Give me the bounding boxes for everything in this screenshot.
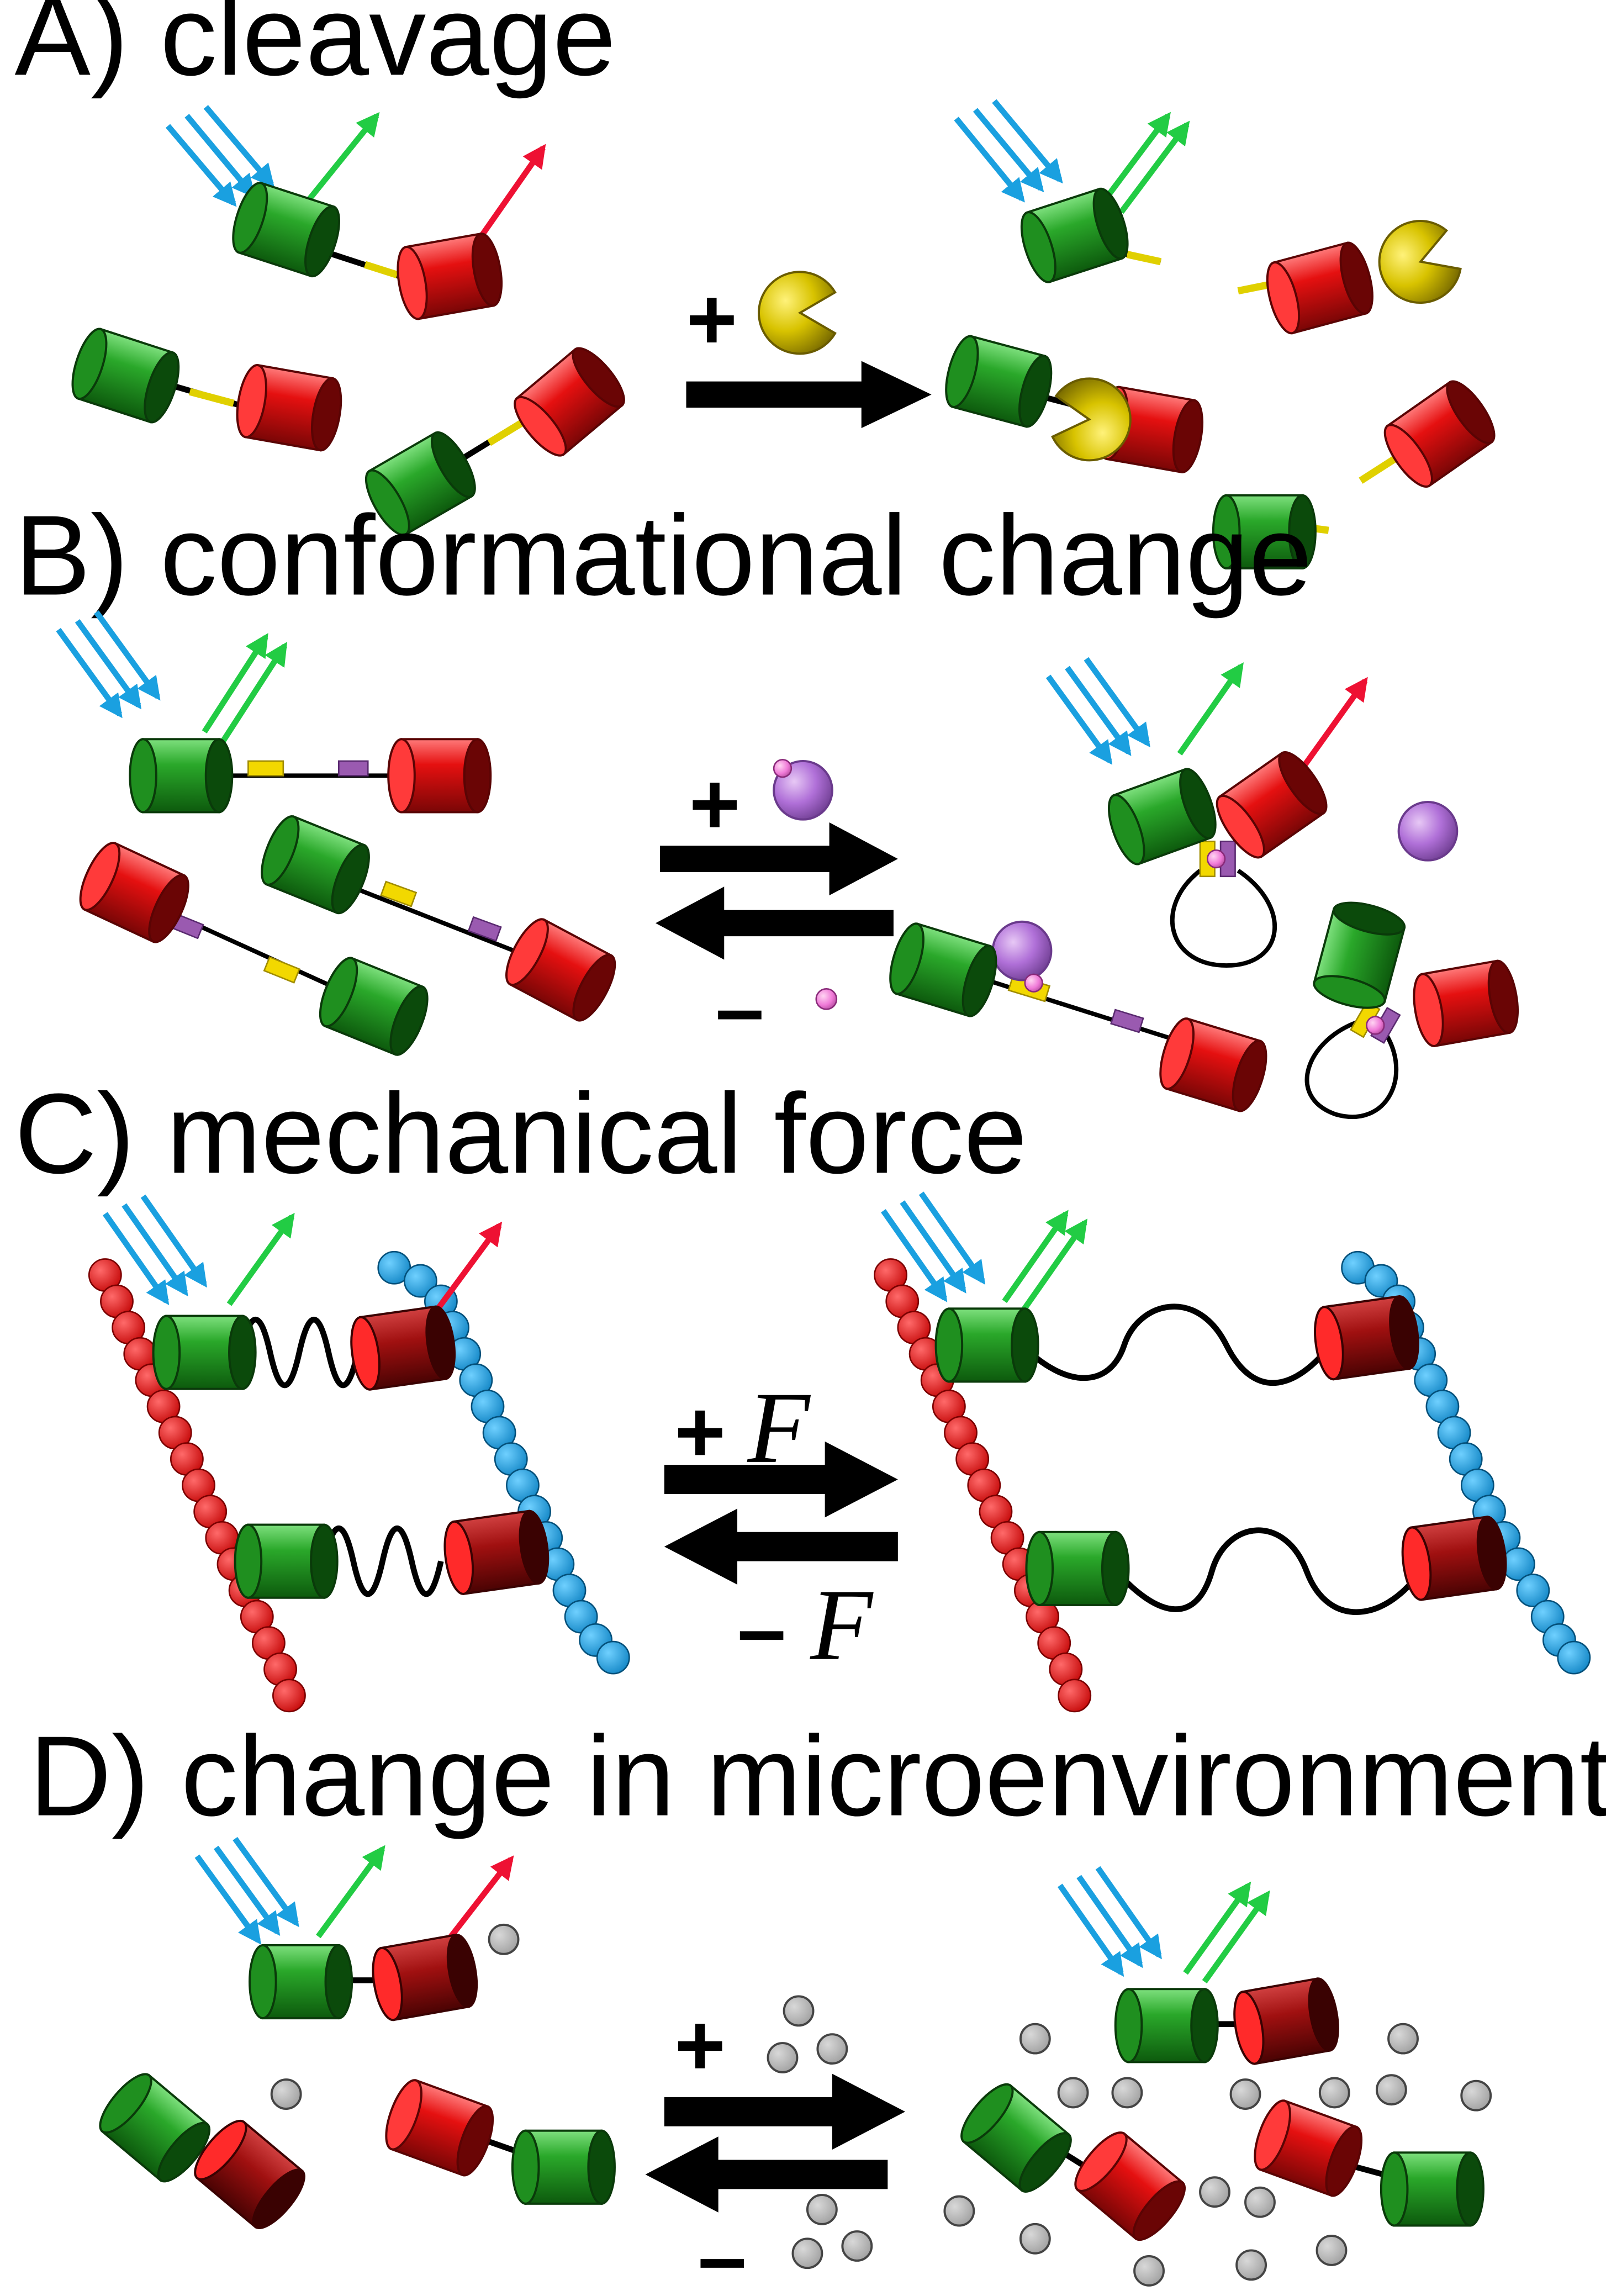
donor-emission-arrow-icon bbox=[307, 112, 380, 201]
gray-sphere-solvent-icon bbox=[270, 1923, 520, 2110]
stretched-linker bbox=[1110, 1527, 1426, 1615]
acceptor-red-cylinder-icon bbox=[367, 1931, 483, 2024]
gray-sphere-solvent-icon bbox=[791, 2194, 873, 2269]
donor-green-cylinder-icon bbox=[225, 178, 347, 282]
compressed-spring-linker bbox=[321, 1526, 444, 1597]
forward-reaction-arrow-icon bbox=[664, 2073, 906, 2150]
excitation-arrows-icon bbox=[194, 1836, 299, 1945]
acceptor-red-cylinder-icon bbox=[1375, 373, 1504, 494]
blue-bead-chain bbox=[1341, 1250, 1591, 1675]
pacman-protease-icon bbox=[1366, 210, 1469, 315]
excitation-arrows-icon bbox=[103, 1194, 207, 1306]
donor-green-cylinder-icon bbox=[1025, 1530, 1130, 1606]
excitation-arrows-icon bbox=[881, 1191, 986, 1302]
acceptor-red-cylinder-icon bbox=[1246, 2095, 1370, 2202]
donor-green-cylinder-icon bbox=[934, 1307, 1039, 1383]
panel-d-plus-sign: + bbox=[674, 1996, 726, 2094]
donor-green-cylinder-icon bbox=[938, 331, 1059, 431]
acceptor-red-cylinder-icon bbox=[1153, 1014, 1274, 1116]
acceptor-red-cylinder-icon bbox=[231, 362, 347, 454]
stretched-linker bbox=[1019, 1303, 1339, 1386]
donor-emission-arrows-icon bbox=[1100, 112, 1190, 214]
donor-green-cylinder-icon bbox=[311, 952, 436, 1060]
donor-green-cylinder-icon bbox=[129, 738, 234, 814]
excitation-arrows-icon bbox=[1057, 1866, 1162, 1977]
reverse-reaction-arrow-icon bbox=[664, 1508, 898, 1585]
panel-c-plus-sign: + bbox=[674, 1382, 726, 1481]
donor-emission-arrows-icon bbox=[1002, 1210, 1088, 1312]
acceptor-red-cylinder-icon bbox=[1408, 957, 1524, 1049]
acceptor-red-cylinder-icon bbox=[387, 738, 492, 814]
donor-green-cylinder-icon bbox=[882, 919, 1004, 1021]
panel-b-minus-sign: – bbox=[715, 959, 764, 1057]
panel-b-label: B) conformational change bbox=[14, 492, 1312, 619]
donor-green-cylinder-icon bbox=[152, 1315, 257, 1390]
acceptor-red-cylinder-icon bbox=[346, 1303, 460, 1392]
donor-green-cylinder-icon bbox=[1013, 183, 1136, 287]
excitation-arrows-icon bbox=[1045, 657, 1150, 765]
excitation-arrows-icon bbox=[165, 105, 275, 207]
purple-sphere-ligand-icon bbox=[1397, 800, 1459, 862]
red-bead-chain bbox=[874, 1258, 1092, 1713]
acceptor-emission-arrow-icon bbox=[435, 1221, 503, 1311]
donor-emission-arrows-icon bbox=[202, 633, 288, 742]
donor-green-cylinder-icon bbox=[1380, 2151, 1485, 2227]
acceptor-red-cylinder-icon bbox=[505, 340, 633, 464]
acceptor-red-cylinder-icon bbox=[1260, 238, 1380, 338]
panel-c-force-symbol: F bbox=[810, 1569, 874, 1682]
acceptor-red-cylinder-icon bbox=[1309, 1293, 1424, 1382]
panel-a-plus-sign: + bbox=[686, 270, 738, 368]
donor-green-cylinder-icon bbox=[249, 1944, 353, 2020]
acceptor-emission-arrow-icon bbox=[443, 1855, 514, 1946]
donor-green-cylinder-icon bbox=[1114, 1988, 1219, 2063]
donor-emission-arrow-icon bbox=[1177, 662, 1244, 756]
excitation-arrows-icon bbox=[56, 610, 161, 719]
gray-sphere-solvent-icon bbox=[943, 2023, 1492, 2287]
donor-emission-arrows-icon bbox=[1183, 1881, 1270, 1984]
gray-sphere-solvent-icon bbox=[767, 1995, 848, 2073]
acceptor-red-cylinder-icon bbox=[497, 912, 624, 1027]
pink-sphere-ion-icon bbox=[815, 988, 838, 1010]
panel-c: C) mechanical force bbox=[14, 1069, 1591, 1713]
donor-emission-arrow-icon bbox=[316, 1845, 385, 1939]
pacman-protease-icon bbox=[758, 271, 837, 355]
donor-green-cylinder-icon bbox=[1309, 895, 1409, 1016]
donor-green-cylinder-icon bbox=[511, 2129, 616, 2205]
panel-d: D) change in microenvironment + – bbox=[29, 1712, 1606, 2296]
excitation-arrows-icon bbox=[954, 99, 1063, 203]
panel-b: B) conformational change + bbox=[14, 492, 1524, 1120]
forward-reaction-arrow-icon bbox=[664, 1441, 898, 1518]
panel-a: A) cleavage + bbox=[14, 0, 1504, 569]
reverse-reaction-arrow-icon bbox=[645, 2136, 888, 2213]
donor-green-cylinder-icon bbox=[253, 810, 378, 919]
reverse-reaction-arrow-icon bbox=[655, 886, 894, 960]
compressed-spring-linker bbox=[238, 1317, 361, 1389]
donor-emission-arrow-icon bbox=[226, 1212, 295, 1306]
acceptor-emission-arrow-icon bbox=[1299, 677, 1368, 770]
acceptor-red-cylinder-icon bbox=[378, 2075, 501, 2181]
purple-sphere-ligand-icon bbox=[991, 920, 1053, 981]
forward-reaction-arrow-icon bbox=[659, 822, 898, 896]
panel-a-label: A) cleavage bbox=[14, 0, 616, 99]
forward-reaction-arrow-icon bbox=[686, 361, 932, 429]
acceptor-red-cylinder-icon bbox=[392, 230, 508, 323]
panel-d-minus-sign: – bbox=[698, 2208, 747, 2296]
pink-sphere-ion-icon bbox=[773, 758, 793, 778]
acceptor-red-cylinder-icon bbox=[1228, 1975, 1344, 2067]
donor-green-cylinder-icon bbox=[64, 324, 187, 427]
blue-bead-chain bbox=[377, 1250, 630, 1675]
panel-c-minus-sign: – bbox=[737, 1580, 786, 1678]
panel-c-label: C) mechanical force bbox=[14, 1069, 1027, 1197]
donor-green-cylinder-icon bbox=[234, 1523, 339, 1599]
acceptor-emission-arrow-icon bbox=[479, 144, 546, 237]
panel-b-plus-sign: + bbox=[689, 754, 741, 853]
acceptor-red-cylinder-icon bbox=[1397, 1514, 1511, 1603]
red-bead-chain bbox=[88, 1258, 306, 1713]
panel-d-label: D) change in microenvironment bbox=[29, 1712, 1606, 1840]
acceptor-red-cylinder-icon bbox=[1066, 2124, 1194, 2249]
acceptor-red-cylinder-icon bbox=[440, 1508, 553, 1597]
